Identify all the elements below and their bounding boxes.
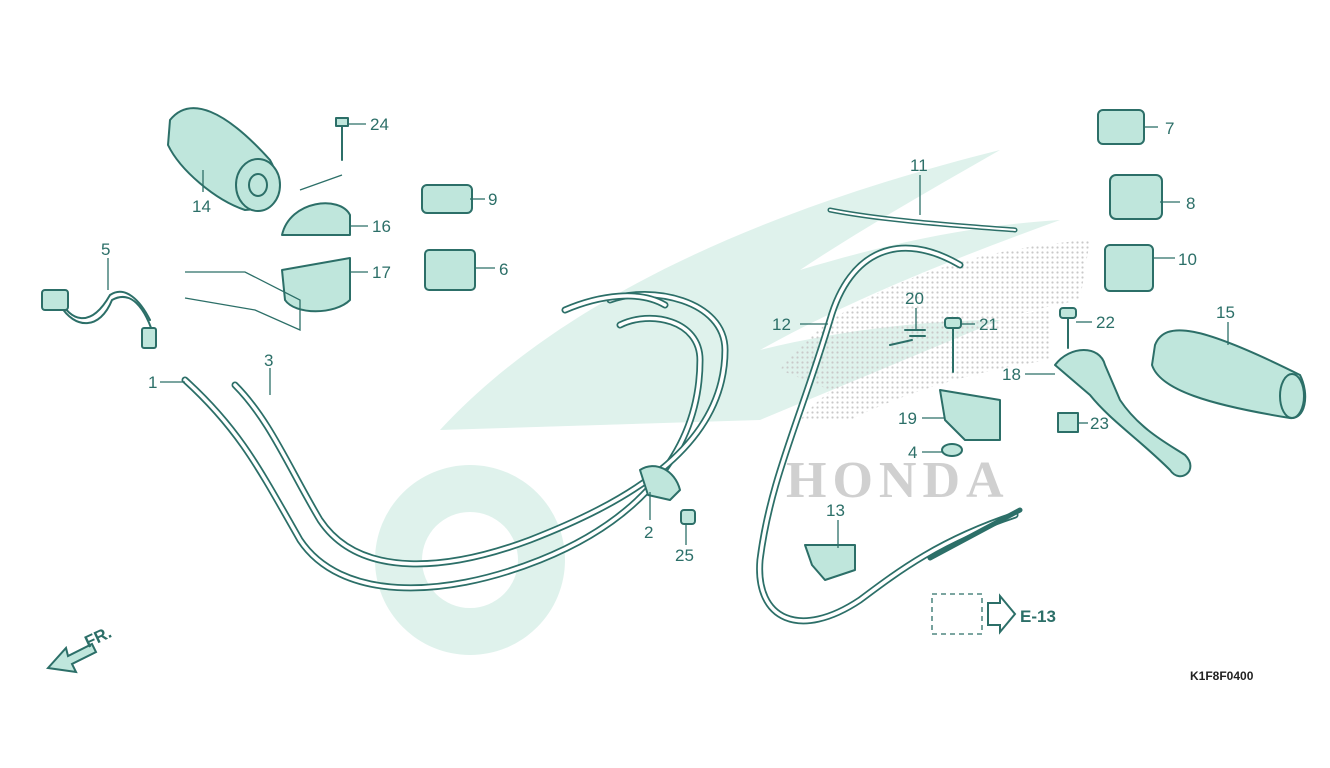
leader-lines <box>107 123 1229 548</box>
callout-1: 1 <box>148 373 157 392</box>
callout-20: 20 <box>905 289 924 308</box>
callout-4: 4 <box>908 443 917 462</box>
callout-5: 5 <box>101 240 110 259</box>
hollow-arrow-right-icon[interactable] <box>987 593 1017 635</box>
callout-19: 19 <box>898 409 917 428</box>
callout-numbers: 1 2 3 4 5 6 7 8 9 10 11 12 13 14 15 16 1… <box>101 115 1235 565</box>
callout-15: 15 <box>1216 303 1235 322</box>
callout-8: 8 <box>1186 194 1195 213</box>
callout-17: 17 <box>372 263 391 282</box>
callout-2: 2 <box>644 523 653 542</box>
callout-6: 6 <box>499 260 508 279</box>
cable-11 <box>827 207 1018 233</box>
callout-12: 12 <box>772 315 791 334</box>
callout-16: 16 <box>372 217 391 236</box>
honda-watermark-text: HONDA <box>786 452 1010 509</box>
lower-holder-17 <box>281 257 351 313</box>
callout-9: 9 <box>488 190 497 209</box>
spring-20 <box>889 329 926 346</box>
throttle-cable-set <box>181 291 729 592</box>
bolt-21 <box>944 317 962 373</box>
callout-11: 11 <box>910 156 928 175</box>
bolt-25 <box>680 509 696 525</box>
switch-6 <box>424 249 476 291</box>
bracket-13 <box>804 544 856 581</box>
callout-13: 13 <box>826 501 845 520</box>
callout-21: 21 <box>979 315 998 334</box>
callout-3: 3 <box>264 351 273 370</box>
bolt-22 <box>1059 307 1077 349</box>
callout-25: 25 <box>675 546 694 565</box>
nut-4 <box>941 443 963 457</box>
clamp-2 <box>639 465 681 501</box>
callout-24: 24 <box>370 115 389 134</box>
switch-7 <box>1097 109 1145 145</box>
callout-10: 10 <box>1178 250 1197 269</box>
nut-23 <box>1057 412 1079 433</box>
upper-holder-16 <box>281 202 351 236</box>
front-direction-arrow-icon <box>46 642 98 674</box>
brake-rod-end <box>927 507 1023 561</box>
switch-9 <box>421 184 473 214</box>
reference-label[interactable]: E-13 <box>1020 607 1056 626</box>
diagram-code: K1F8F0400 <box>1190 669 1254 683</box>
left-grip-14 <box>167 107 281 212</box>
brake-lever-18 <box>1054 349 1192 478</box>
switch-8 <box>1109 174 1163 220</box>
callout-18: 18 <box>1002 365 1021 384</box>
callout-14: 14 <box>192 197 211 216</box>
callout-7: 7 <box>1165 119 1174 138</box>
reference-box <box>931 593 983 635</box>
callout-23: 23 <box>1090 414 1109 433</box>
switch-10 <box>1104 244 1154 292</box>
callout-22: 22 <box>1096 313 1115 332</box>
right-grip-15 <box>1151 329 1307 420</box>
bolt-24 <box>335 117 349 161</box>
wire-harness-5 <box>41 289 157 349</box>
bracket-19 <box>939 389 1001 441</box>
rear-brake-cable <box>756 244 1019 625</box>
